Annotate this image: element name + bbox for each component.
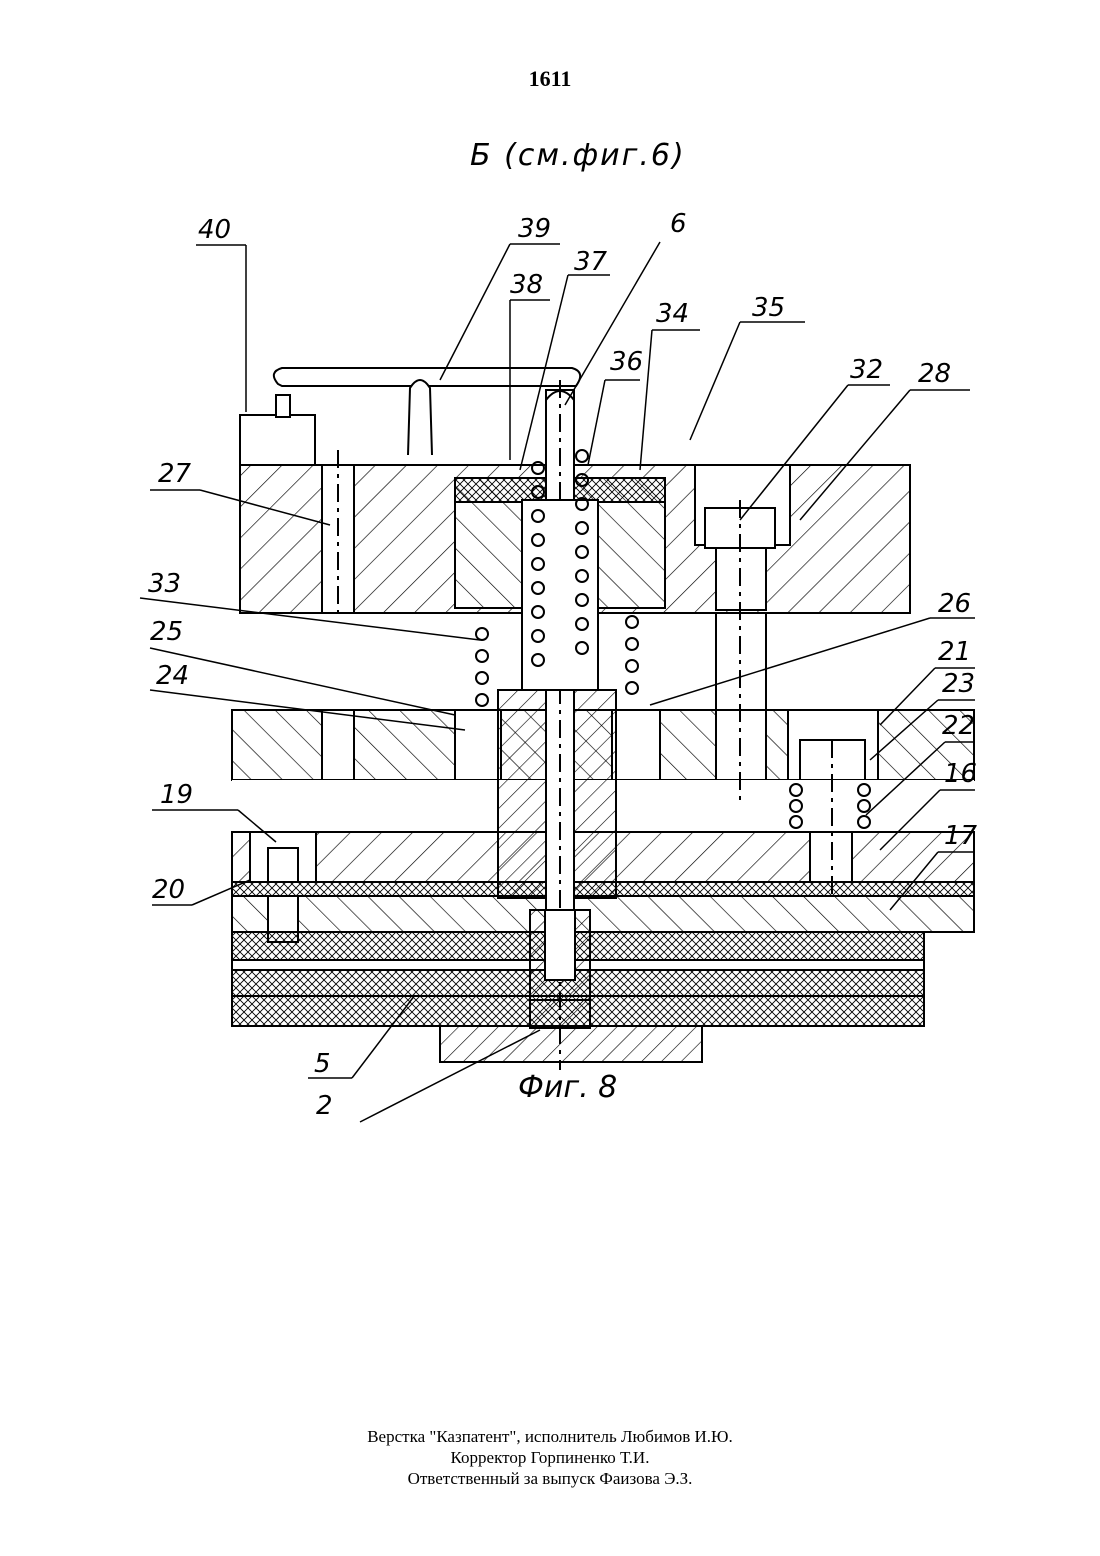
figure-caption: Фиг. 8 [518, 1070, 617, 1105]
callout-28: 28 [918, 359, 951, 389]
callout-2: 2 [316, 1091, 333, 1121]
footer-line-layout: Верстка "Казпатент", исполнитель Любимов… [0, 1426, 1100, 1447]
callout-34: 34 [656, 299, 689, 329]
callout-5: 5 [314, 1049, 331, 1079]
callout-27: 27 [158, 459, 192, 489]
callout-35: 35 [752, 293, 785, 323]
callout-37: 37 [574, 247, 608, 277]
callout-21: 21 [938, 637, 971, 667]
callout-20: 20 [152, 875, 185, 905]
callout-33: 33 [148, 569, 181, 599]
callout-23: 23 [942, 669, 975, 699]
callout-40: 40 [198, 215, 231, 245]
callout-38: 38 [510, 270, 543, 300]
callout-25: 25 [150, 617, 183, 647]
callout-36: 36 [610, 347, 643, 377]
footer-line-proofreader: Корректор Горпиненко Т.И. [0, 1447, 1100, 1468]
callout-16: 16 [944, 759, 977, 789]
callout-26: 26 [938, 589, 971, 619]
callout-32: 32 [850, 355, 883, 385]
footer-line-responsible: Ответственный за выпуск Фаизова Э.З. [0, 1468, 1100, 1489]
callout-22: 22 [942, 711, 975, 741]
callout-6: 6 [670, 209, 687, 239]
callout-24: 24 [156, 661, 189, 691]
block-40 [240, 415, 315, 465]
imprint-footer: Верстка "Казпатент", исполнитель Любимов… [0, 1426, 1100, 1489]
callout-39: 39 [518, 214, 551, 244]
callout-19: 19 [160, 780, 193, 810]
callout-17: 17 [944, 821, 978, 851]
